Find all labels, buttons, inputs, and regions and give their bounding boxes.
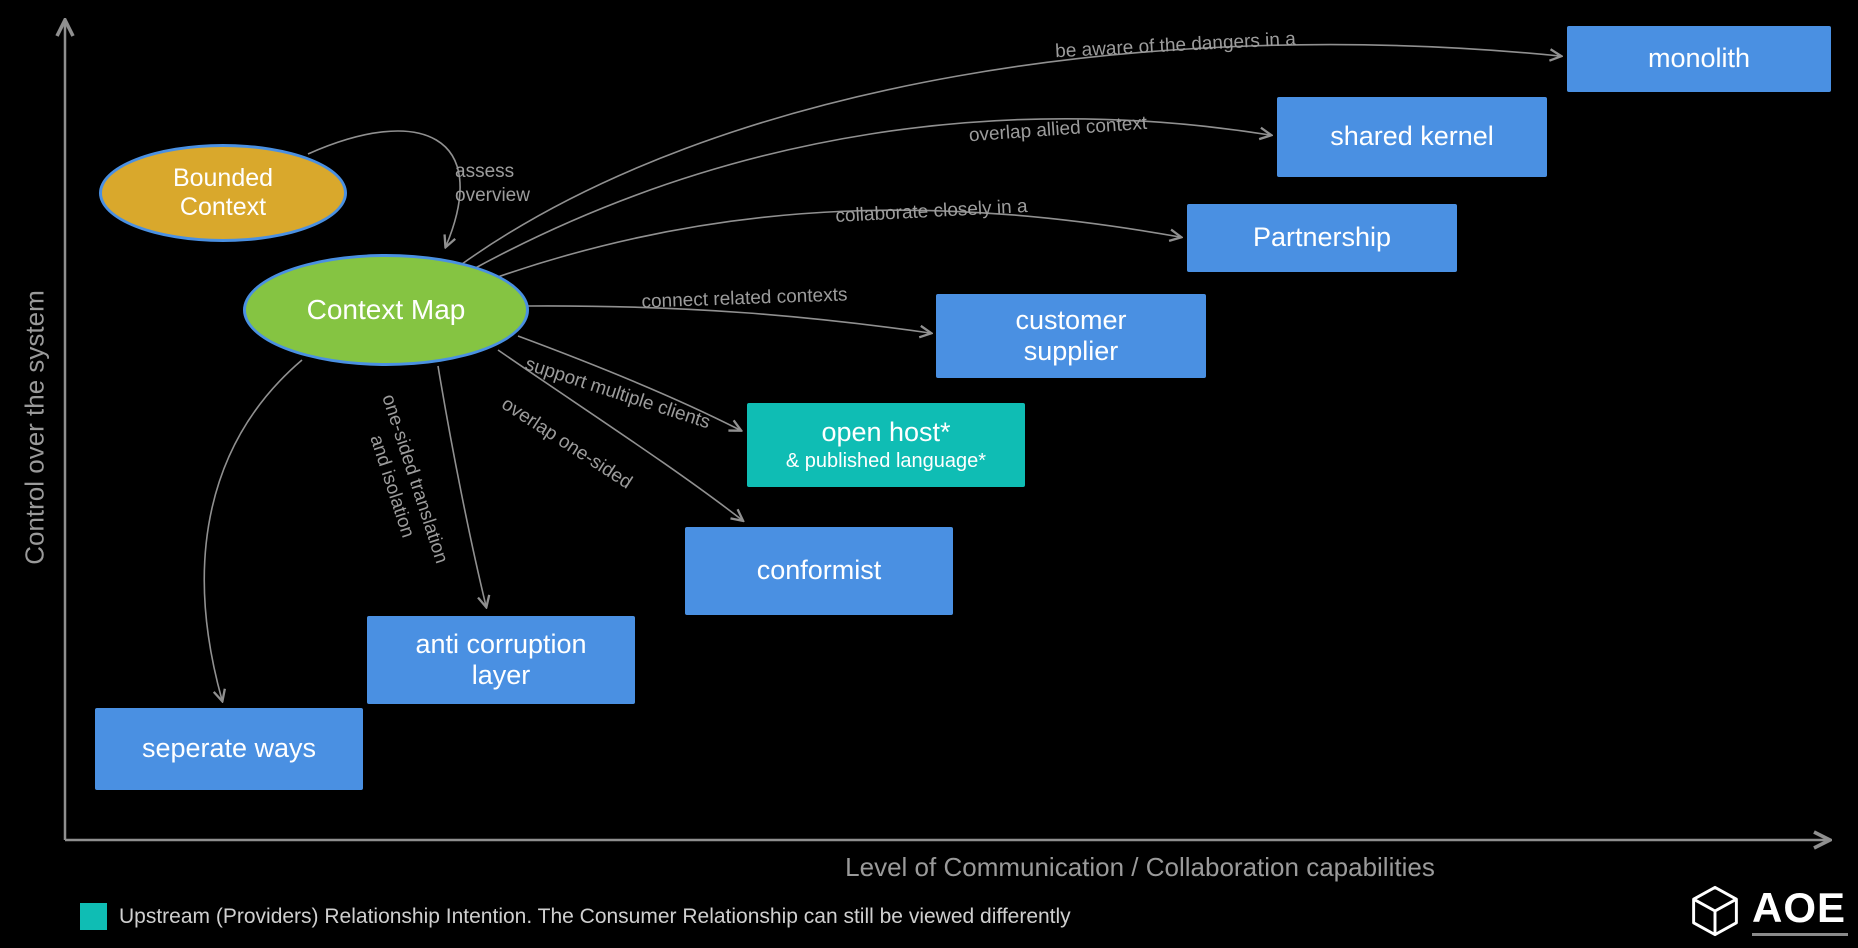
aoe-cube-icon <box>1692 885 1738 937</box>
box-label: anti corruption layer <box>415 628 587 690</box>
x-axis-label: Level of Communication / Collaboration c… <box>845 852 1435 882</box>
edge-seperate-ways-arrow <box>203 359 303 700</box>
box-partnership: Partnership <box>1187 204 1457 272</box>
aoe-logo-tagline <box>1752 932 1848 936</box>
legend: Upstream (Providers) Relationship Intent… <box>80 903 1071 930</box>
edge-conformist-arrow <box>497 349 742 520</box>
box-label: open host* <box>821 416 951 447</box>
context-map-label: Context Map <box>306 293 466 325</box>
legend-upstream-swatch <box>80 903 107 930</box>
node-bounded-context: Bounded Context <box>99 144 347 242</box>
edge-customer-supplier-arrow <box>527 305 930 333</box>
box-label: monolith <box>1647 43 1751 74</box>
box-sublabel: & published language* <box>785 450 987 473</box>
box-anti-corruption-layer: anti corruption layer <box>367 616 635 704</box>
box-open-host: open host* & published language* <box>747 403 1025 487</box>
legend-text: Upstream (Providers) Relationship Intent… <box>119 904 1071 928</box>
bounded-context-label: Bounded Context <box>172 164 274 221</box>
y-axis-label: Control over the system <box>19 290 50 565</box>
node-context-map: Context Map <box>243 254 529 366</box>
box-shared-kernel: shared kernel <box>1277 97 1547 177</box>
edge-open-host-arrow <box>517 335 740 430</box>
aoe-logo: AOE <box>1688 884 1848 938</box>
box-conformist: conformist <box>685 527 953 615</box>
edge-anti-corruption-layer-arrow <box>437 365 486 606</box>
box-label: conformist <box>756 555 882 586</box>
box-label: Partnership <box>1252 222 1392 253</box>
edge-label-assess-overview: assess overview <box>455 161 530 206</box>
box-seperate-ways: seperate ways <box>95 708 363 790</box>
box-label: customer supplier <box>1015 304 1127 366</box>
edge-partnership-arrow <box>477 209 1180 285</box>
aoe-logo-text: AOE <box>1752 883 1847 931</box>
box-label: seperate ways <box>141 733 317 764</box>
edge-assess-overview-arrow <box>307 130 461 246</box>
box-customer-supplier: customer supplier <box>936 294 1206 378</box>
box-label: shared kernel <box>1330 121 1494 152</box>
edge-monolith-arrow <box>461 43 1560 265</box>
box-monolith: monolith <box>1567 26 1831 92</box>
edge-shared-kernel-arrow <box>467 118 1270 273</box>
